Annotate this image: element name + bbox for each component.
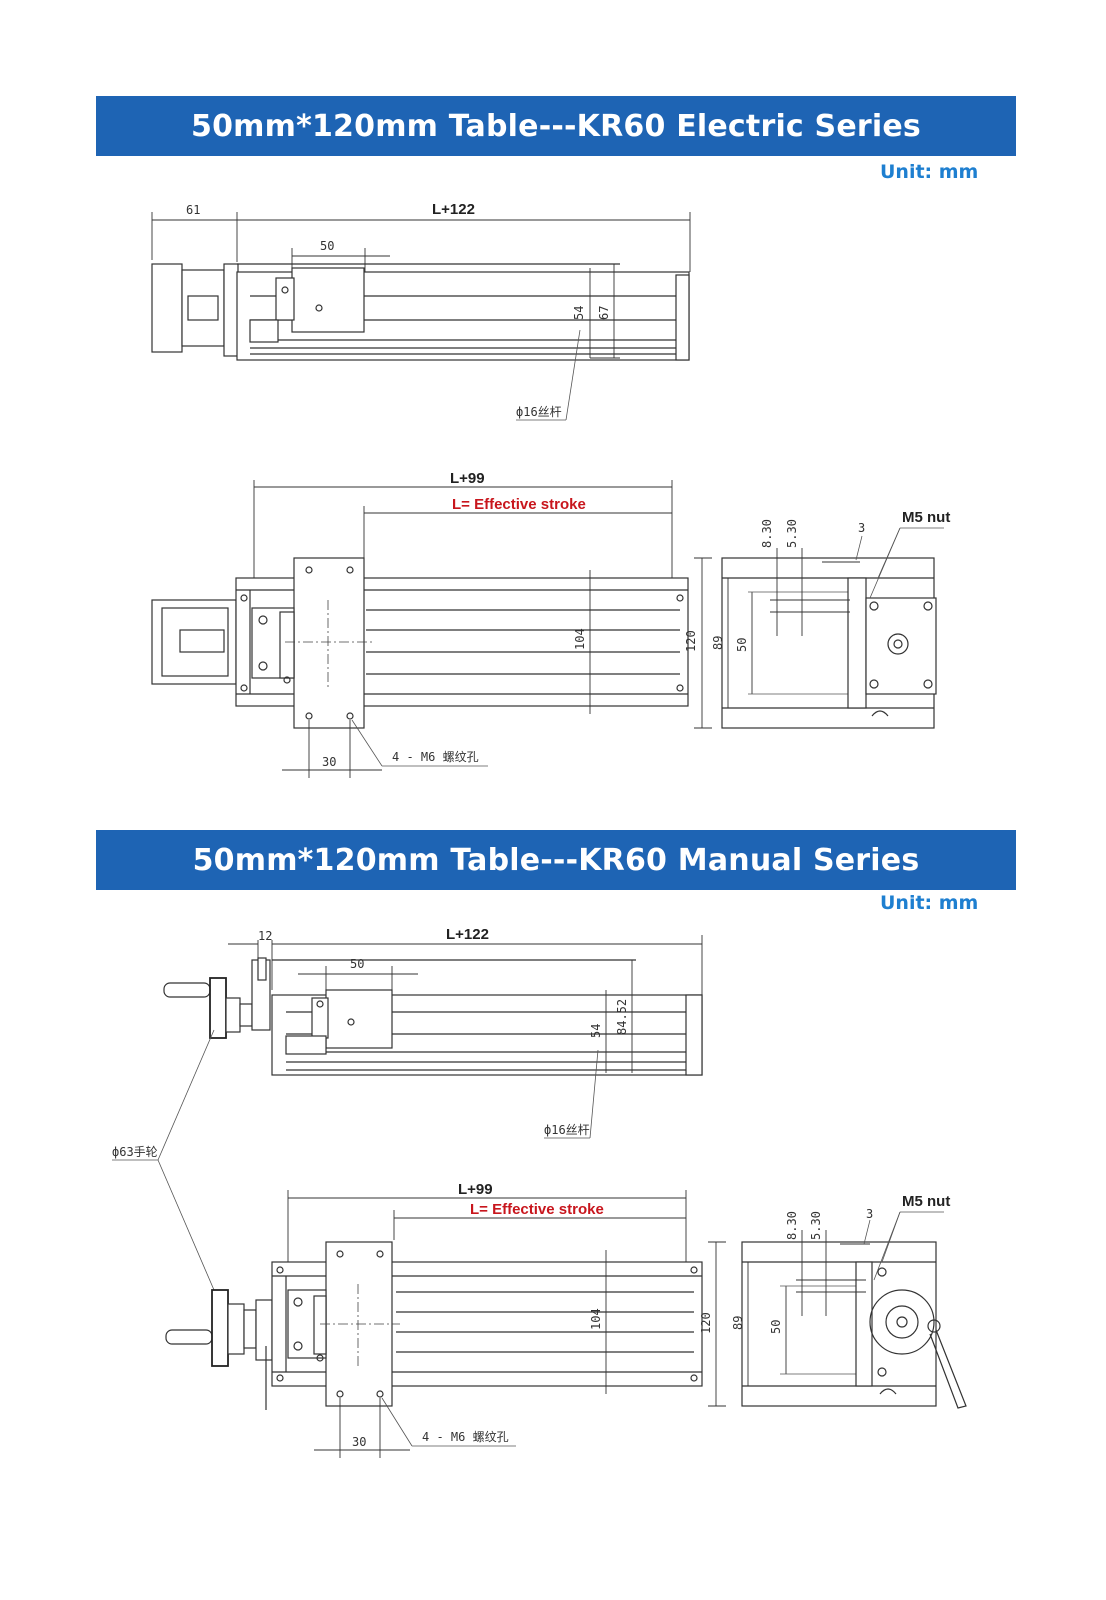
dim-104-manual: 104 (589, 1308, 603, 1330)
dim-54-electric: 54 (572, 306, 586, 320)
dim-3-manual: 3 (866, 1207, 873, 1221)
m5-nut-electric: M5 nut (902, 509, 950, 526)
section-title-electric: 50mm*120mm Table---KR60 Electric Series (96, 96, 1016, 156)
dim-30-manual: 30 (352, 1435, 366, 1449)
effective-stroke-manual: L= Effective stroke (470, 1201, 604, 1218)
dim-50-manual-side: 50 (350, 957, 364, 971)
dim-50-manual-end: 50 (769, 1320, 783, 1334)
dim-120-electric: 120 (684, 630, 698, 652)
manual-end-view: 89 50 8.30 5.30 3 M5 nut (731, 1193, 967, 1409)
dim-104-electric: 104 (573, 628, 587, 650)
m5-nut-manual: M5 nut (902, 1193, 950, 1210)
dim-8452: 84.52 (615, 999, 629, 1035)
dim-67: 67 (597, 306, 611, 320)
dim-l122-manual: L+122 (446, 926, 489, 943)
dim-89-manual: 89 (731, 1316, 745, 1330)
leadscrew-label-electric: ф16丝杆 (516, 405, 562, 419)
dim-12: 12 (258, 929, 272, 943)
dim-l122-electric: L+122 (432, 201, 475, 218)
effective-stroke-electric: L= Effective stroke (452, 496, 586, 513)
dim-830-manual: 8.30 (785, 1211, 799, 1240)
unit-label-manual: Unit: mm (880, 892, 979, 914)
dim-l99-manual: L+99 (458, 1181, 493, 1198)
holes-label-electric: 4 - M6 螺纹孔 (392, 750, 479, 764)
dim-l99-electric: L+99 (450, 470, 485, 487)
manual-side-view: 12 L+122 50 54 84.52 ф16丝杆 (163, 926, 703, 1139)
dim-530-electric: 5.30 (785, 519, 799, 548)
dim-530-manual: 5.30 (809, 1211, 823, 1240)
dim-50-side: 50 (320, 239, 334, 253)
leadscrew-label-manual: ф16丝杆 (544, 1123, 590, 1137)
unit-label-electric: Unit: mm (880, 161, 979, 183)
dim-830-electric: 8.30 (760, 519, 774, 548)
dim-30-electric: 30 (322, 755, 336, 769)
dim-120-manual: 120 (699, 1312, 713, 1334)
dim-54-manual: 54 (589, 1024, 603, 1038)
manual-top-view: L+99 L= Effective stroke (165, 1181, 726, 1458)
handwheel-label: ф63手轮 (112, 1145, 158, 1159)
dim-89-electric: 89 (711, 636, 725, 650)
electric-top-view: L+99 L= Effective stroke (151, 470, 712, 778)
dim-3-electric: 3 (858, 521, 865, 535)
handwheel-callout: ф63手轮 (112, 1029, 215, 1291)
dim-61: 61 (186, 203, 200, 217)
electric-end-view: 89 50 8.30 5.30 3 M5 nut (711, 509, 950, 729)
dim-50-electric-end: 50 (735, 638, 749, 652)
section-title-manual: 50mm*120mm Table---KR60 Manual Series (96, 830, 1016, 890)
electric-side-view: 61 L+122 50 54 67 ф16丝杆 (151, 201, 691, 421)
holes-label-manual: 4 - M6 螺纹孔 (422, 1430, 509, 1444)
